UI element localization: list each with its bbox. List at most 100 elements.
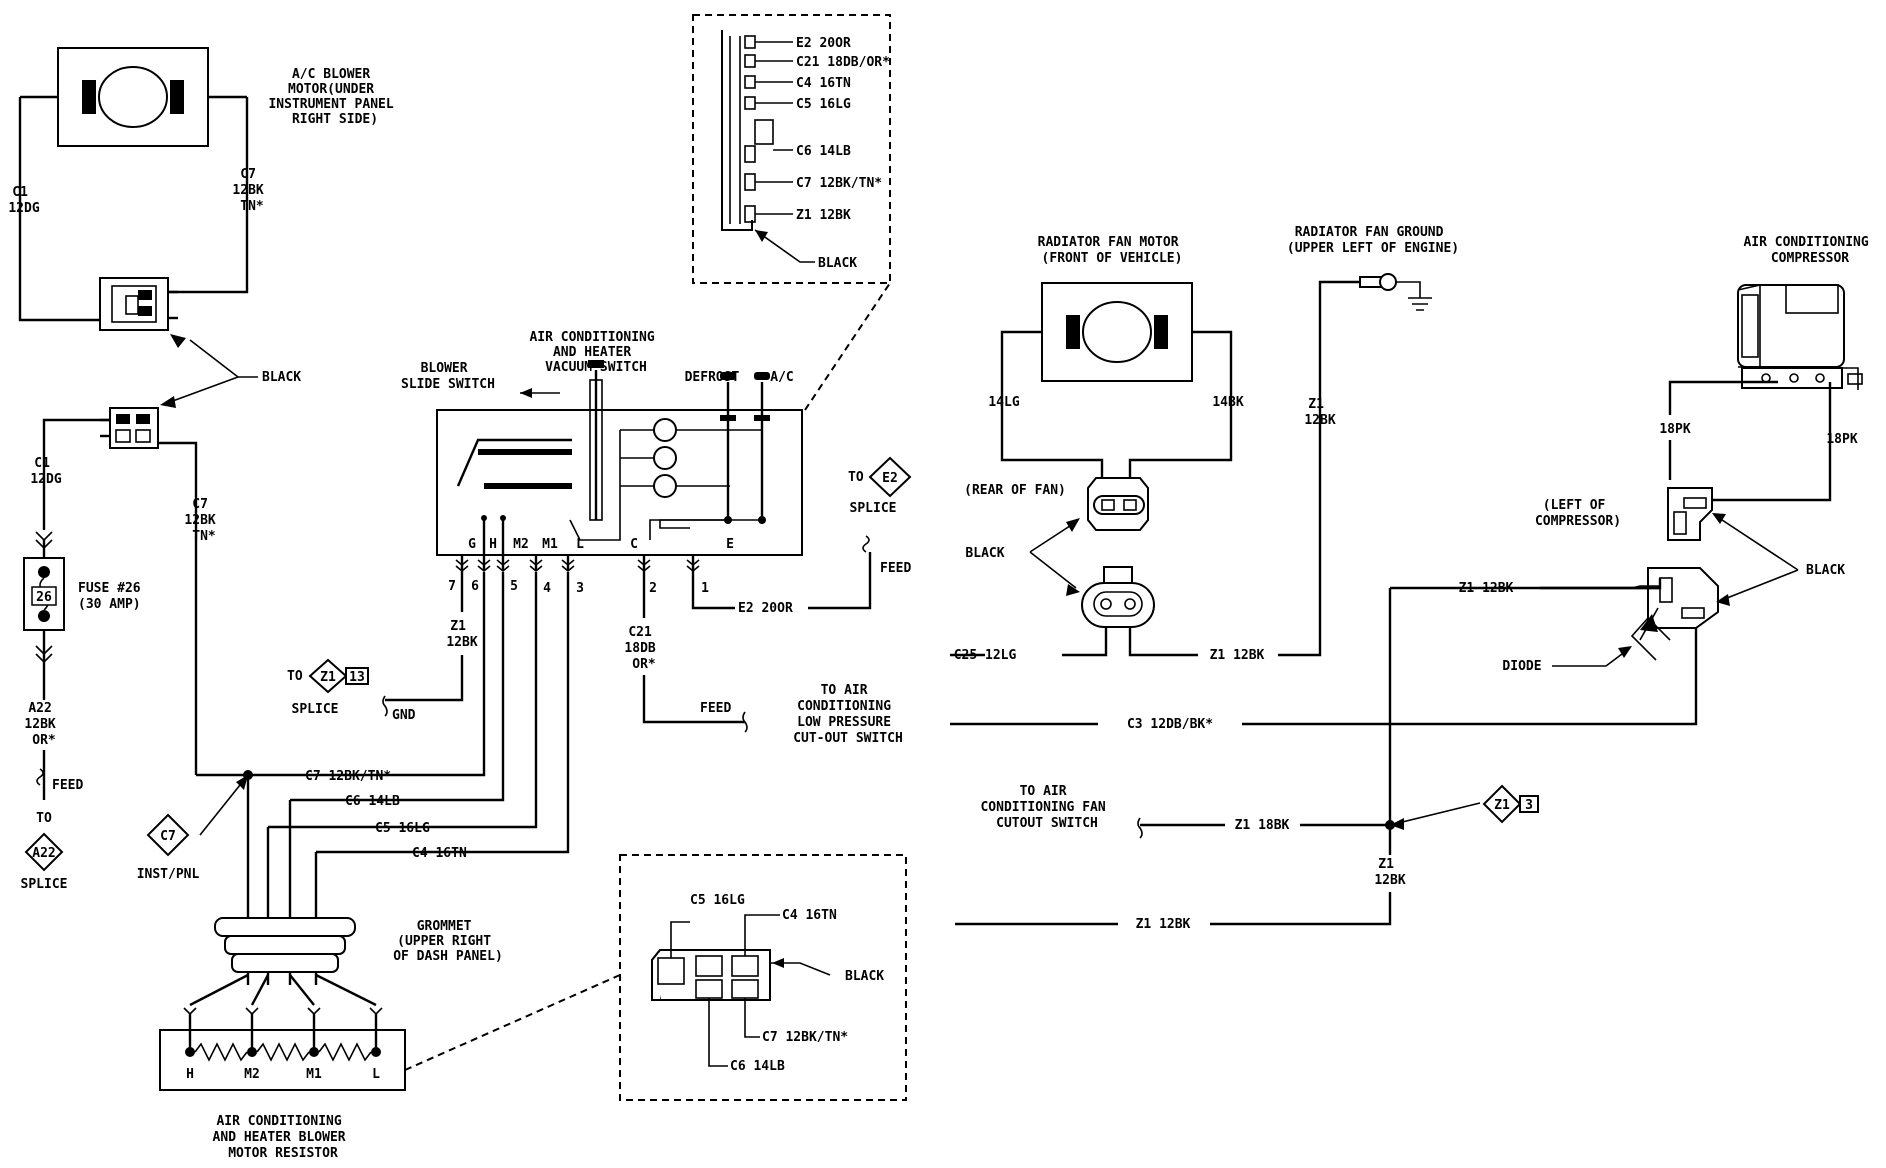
switch-terminals [455, 515, 700, 573]
resistor-connector-inset [619, 854, 907, 1101]
fuse-number: 26 [36, 590, 52, 605]
diode-module [1630, 567, 1719, 661]
z1-ground-label: Z1 12BK [1304, 397, 1335, 428]
z1-18bk-label: Z1 18BK [1235, 818, 1290, 833]
z1-vert-label: Z1 12BK [1374, 857, 1405, 888]
c7-run-label: C7 12BK/TN* [305, 769, 391, 784]
resistor-term-h: H [186, 1067, 194, 1082]
black-fan-label: BLACK [965, 546, 1004, 561]
inset-bottom-c6: C6 14LB [730, 1059, 785, 1074]
inset-c21: C21 18DB/OR* [796, 55, 890, 70]
resistor-label: AIR CONDITIONING AND HEATER BLOWER MOTOR… [213, 1114, 354, 1161]
z1-fan-label: Z1 12BK [1210, 648, 1265, 663]
black-comp-label: BLACK [1806, 563, 1845, 578]
a22-label: A22 12BK OR* [24, 701, 63, 748]
z1-diamond-label: Z1 [320, 670, 336, 685]
c7-top-label: C7 12BK TN* [232, 167, 271, 214]
e2-wire-label: E2 20OR [738, 601, 793, 616]
inset-c5: C5 16LG [796, 97, 851, 112]
ac-compressor [1737, 283, 1863, 390]
ac-label: A/C [770, 370, 793, 385]
pk-right-label: 18PK [1826, 432, 1857, 447]
z1-3-label: 3 [1525, 798, 1533, 813]
sw-term-c: C [630, 537, 638, 552]
sw-term-e: E [726, 537, 734, 552]
inset-c6: C6 14LB [796, 144, 851, 159]
compressor-connector [1667, 487, 1713, 541]
resistor-term-m2: M2 [244, 1067, 260, 1082]
blower-motor-label: A/C BLOWER MOTOR(UNDER INSTRUMENT PANEL … [268, 67, 401, 127]
c7-diamond-label: C7 [160, 829, 176, 844]
z1-comp-label: Z1 12BK [1459, 581, 1514, 596]
fan-ground-label: RADIATOR FAN GROUND (UPPER LEFT OF ENGIN… [1287, 225, 1459, 256]
black-conn-label: BLACK [262, 370, 301, 385]
fuse-label: FUSE #26 (30 AMP) [78, 581, 148, 612]
inset-bottom-black: BLACK [845, 969, 884, 984]
inst-pnl-label: INST/PNL [137, 867, 200, 882]
a22-diamond-label: A22 [32, 846, 55, 861]
inset-bottom-c5: C5 16LG [690, 893, 745, 908]
fan-connector-upper [1087, 477, 1149, 531]
radiator-fan-motor [1041, 282, 1193, 382]
fan-14bk-label: 14BK [1212, 395, 1243, 410]
resistor-term-m1: M1 [306, 1067, 322, 1082]
c5-run-label: C5 16LG [375, 821, 430, 836]
sw-pin-4: 4 [543, 581, 551, 596]
c3-label: C3 12DB/BK* [1127, 717, 1213, 732]
c1-mid-label: C1 12DG [30, 456, 61, 487]
c25-label: C25 12LG [954, 648, 1017, 663]
resistor-term-l: L [372, 1067, 380, 1082]
inset-black: BLACK [818, 256, 857, 271]
sw-term-m1: M1 [542, 537, 558, 552]
z1-diamond-r-label: Z1 [1494, 798, 1510, 813]
grommet-label: GROMMET (UPPER RIGHT OF DASH PANEL) [393, 919, 503, 964]
sw-pin-2: 2 [649, 581, 657, 596]
e2-diamond-label: E2 [882, 471, 898, 486]
inset-c4: C4 16TN [796, 76, 851, 91]
fan-cutout-label: TO AIR CONDITIONING FAN CUTOUT SWITCH [980, 784, 1113, 831]
feed-e2-label: FEED [880, 561, 911, 576]
sw-term-h: H [489, 537, 497, 552]
rad-fan-label: RADIATOR FAN MOTOR (FRONT OF VEHICLE) [1038, 235, 1187, 266]
low-pressure-label: TO AIR CONDITIONING LOW PRESSURE CUT-OUT… [793, 683, 903, 746]
fan-14lg-label: 14LG [988, 395, 1019, 410]
sw-pin-7: 7 [448, 579, 456, 594]
sw-pin-1: 1 [701, 581, 709, 596]
to-z1-label: TO [287, 669, 303, 684]
a22-splice-diamond [24, 832, 64, 872]
z1-bottom-label: Z1 12BK [1136, 917, 1191, 932]
inset-c7: C7 12BK/TN* [796, 176, 882, 191]
blower-connector-lower [100, 407, 159, 449]
feed-mid-label: FEED [700, 701, 731, 716]
blower-motor [20, 47, 247, 147]
z1-13-label: 13 [349, 670, 365, 685]
left-comp-label: (LEFT OF COMPRESSOR) [1535, 498, 1621, 529]
inset-z1: Z1 12BK [796, 208, 851, 223]
blower-resistor [159, 1014, 406, 1091]
gnd-label: GND [392, 708, 416, 723]
to-e2-label: TO [848, 470, 864, 485]
inset-bottom-c4: C4 16TN [782, 908, 837, 923]
splice-e2-label: SPLICE [850, 501, 897, 516]
fuse-26 [23, 557, 65, 631]
sw-term-l: L [576, 537, 584, 552]
diode-label: DIODE [1502, 659, 1541, 674]
c1-top-label: C1 12DG [8, 185, 39, 216]
sw-term-g: G [468, 537, 476, 552]
c6-run-label: C6 14LB [345, 794, 400, 809]
c7-mid-label: C7 12BK TN* [184, 497, 223, 544]
splice-left-label: SPLICE [21, 877, 68, 892]
fan-connector-lower [1081, 566, 1155, 628]
sw-pin-3: 3 [576, 581, 584, 596]
c7-splice-diamond [146, 813, 190, 857]
sw-term-m2: M2 [513, 537, 529, 552]
switch-connector-inset [692, 14, 891, 411]
inset-bottom-c7: C7 12BK/TN* [762, 1030, 848, 1045]
c21-label: C21 18DB OR* [624, 625, 663, 672]
feed-left-label: FEED [52, 778, 83, 793]
vacuum-switch-label: AIR CONDITIONING AND HEATER VACUUM SWITC… [529, 330, 662, 375]
rear-of-fan-label: (REAR OF FAN) [964, 483, 1066, 498]
ac-heater-switch [436, 360, 803, 556]
inset-e2: E2 20OR [796, 36, 851, 51]
